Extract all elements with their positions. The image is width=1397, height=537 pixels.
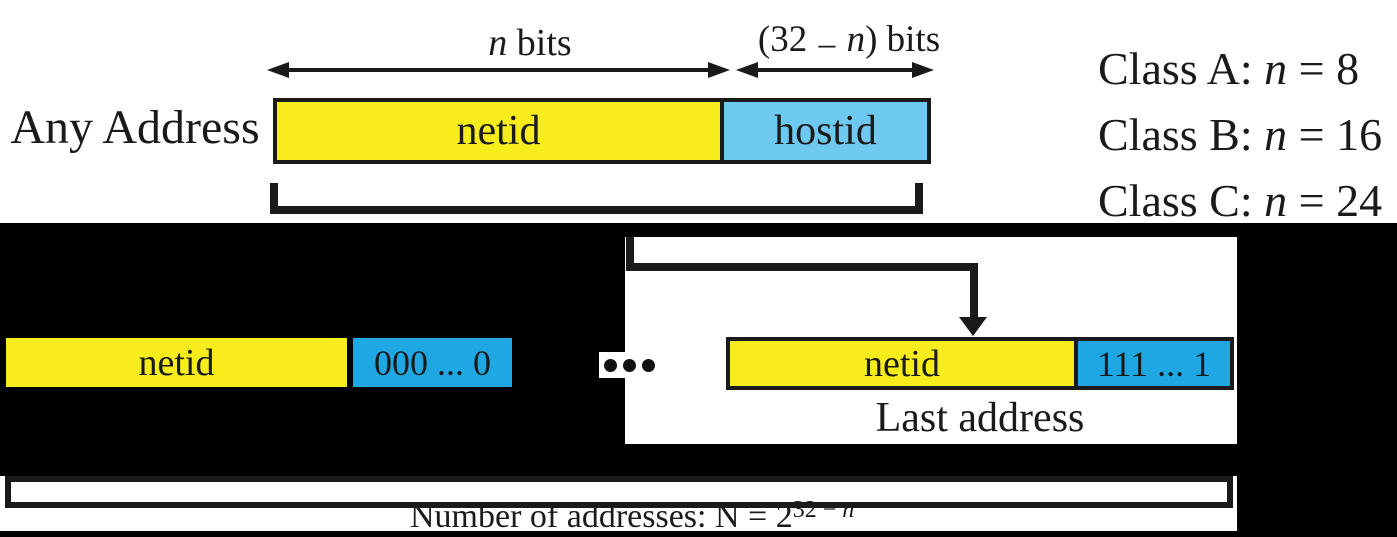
arrowhead-left-icon xyxy=(736,62,758,78)
first-address-bar: netid 000 ... 0 xyxy=(6,338,512,387)
exponent: 32 − n xyxy=(792,497,855,523)
three-dots-icon xyxy=(642,359,655,372)
class-b-line: Class B: n = 16 xyxy=(1098,109,1383,160)
bracket-line xyxy=(270,206,923,214)
n-bits-label: n bits xyxy=(488,22,572,64)
bracket-left-tick xyxy=(270,183,278,214)
number-of-addresses-formula: Number of addresses: N = 232 − n xyxy=(410,497,855,535)
arrow-shaft xyxy=(282,68,715,72)
32-minus-n-bits-label: (32 − n) bits xyxy=(757,19,941,69)
arrow-shaft xyxy=(751,68,919,72)
three-dots-icon xyxy=(604,359,617,372)
class-a-line: Class A: n = 8 xyxy=(1098,43,1360,94)
host-bits-span-arrow-icon xyxy=(736,62,934,78)
hostid-field: hostid xyxy=(724,102,927,160)
class-legend: Class A: n = 8 Class B: n = 16 Class C: … xyxy=(1098,36,1382,234)
any-address-bar: netid hostid xyxy=(273,98,931,164)
field-divider xyxy=(347,338,353,387)
address-range-bar xyxy=(5,476,1233,508)
n-bits-span-arrow-icon xyxy=(267,62,730,78)
down-arrowhead-icon xyxy=(959,317,987,336)
hostid-all-ones-field: 111 ... 1 xyxy=(1078,341,1230,386)
field-divider xyxy=(720,102,724,160)
arrowhead-right-icon xyxy=(708,62,730,78)
elbow-arrow-down-segment xyxy=(970,263,978,318)
elbow-arrow-top-segment xyxy=(626,237,634,271)
last-address-bar: netid 111 ... 1 xyxy=(726,337,1234,390)
arrowhead-right-icon xyxy=(912,62,934,78)
any-address-label: Any Address xyxy=(10,101,260,154)
arrowhead-left-icon xyxy=(267,62,289,78)
field-divider xyxy=(1074,341,1078,386)
bracket-right-tick xyxy=(915,183,923,214)
last-address-caption: Last address xyxy=(875,395,1085,441)
black-bottom-strip xyxy=(0,531,1397,537)
three-dots-icon xyxy=(623,359,636,372)
elbow-arrow-horizontal-segment xyxy=(626,263,978,271)
netid-field: netid xyxy=(6,338,347,387)
hostid-all-zeros-field: 000 ... 0 xyxy=(353,338,512,387)
class-c-line: Class C: n = 24 xyxy=(1098,175,1383,226)
black-right-column xyxy=(1237,223,1397,537)
netid-field: netid xyxy=(730,341,1074,386)
netid-field: netid xyxy=(277,102,720,160)
